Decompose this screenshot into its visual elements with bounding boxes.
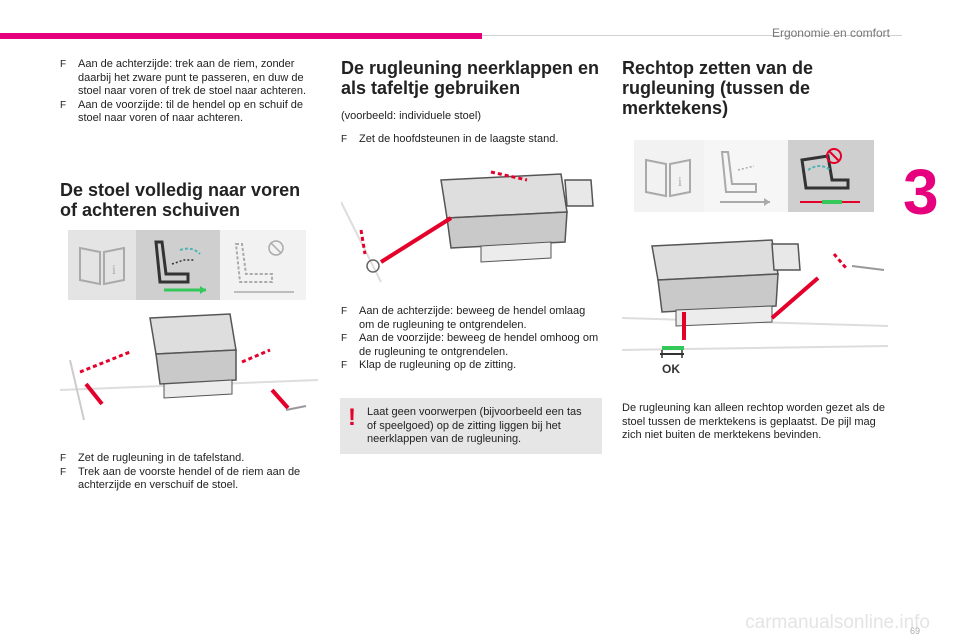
col1-heading: De stoel volledig naar voren of achteren… <box>60 180 301 220</box>
book-info-icon: i <box>68 230 136 300</box>
accent-bar <box>0 33 482 39</box>
seat-no-fold-icon <box>220 230 306 300</box>
watermark: carmanualsonline.info <box>745 612 930 633</box>
page-number: 69 <box>910 626 921 636</box>
warning-exclamation-icon: ! <box>348 404 356 431</box>
section-title: Ergonomie en comfort <box>771 26 890 40</box>
bullet-marker: F <box>60 453 67 464</box>
svg-text:i: i <box>112 263 116 278</box>
col2-intro: (voorbeeld: individuele stoel) <box>341 110 482 122</box>
col3-paragraph: De rugleuning kan alleen rechtop worden … <box>622 402 885 441</box>
seat-slide-left-icon <box>704 140 788 212</box>
col3-seat-illustration: OK <box>621 222 889 394</box>
bullet-marker: F <box>60 466 67 478</box>
warning-text: Laat geen voorwerpen (bijvoorbeeld een t… <box>367 406 582 445</box>
col1-seat-illustration <box>59 310 319 442</box>
bullet-marker: F <box>60 59 67 70</box>
bullet-marker: F <box>60 99 67 111</box>
book-info-icon: i <box>634 140 704 212</box>
col3-icon-strip: i <box>634 140 874 212</box>
bullet-marker: F <box>341 333 348 344</box>
chapter-number: 3 <box>903 156 939 228</box>
bullet-marker: F <box>341 306 348 317</box>
seat-slide-icon <box>136 230 220 300</box>
col2-heading: De rugleuning neerklappen en als tafeltj… <box>341 58 600 98</box>
col3-heading: Rechtop zetten van de rugleuning (tussen… <box>622 58 814 118</box>
col1-icon-strip: i <box>68 230 306 300</box>
warning-box: ! Laat geen voorwerpen (bijvoorbeeld een… <box>340 398 602 454</box>
col2-seat-illustration <box>340 162 603 290</box>
bullet-marker: F <box>341 360 348 371</box>
bullet-marker: F <box>341 134 348 145</box>
svg-text:i: i <box>678 175 682 190</box>
header-divider <box>482 35 902 36</box>
seat-fold-forbidden-icon <box>788 140 874 212</box>
ok-label: OK <box>662 362 680 376</box>
